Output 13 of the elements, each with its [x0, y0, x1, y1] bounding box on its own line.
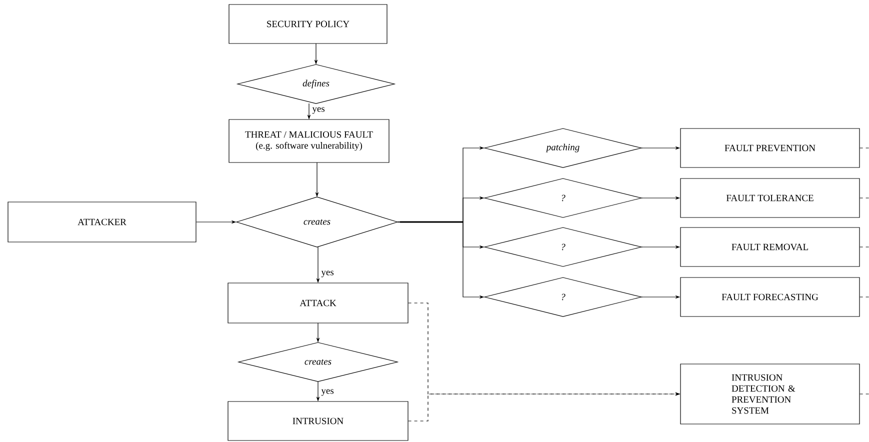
- process-box: THREAT / MALICIOUS FAULT (e.g. software vulnerability): [228, 119, 390, 163]
- process-box: ATTACK: [228, 282, 408, 324]
- edge-label: yes: [320, 388, 335, 397]
- process-box: SECURITY POLICY: [228, 4, 388, 44]
- process-box: FAULT FORECASTING: [680, 277, 860, 317]
- process-box: FAULT TOLERANCE: [680, 178, 860, 218]
- edge-label: yes: [311, 106, 326, 115]
- process-box: FAULT REMOVAL: [680, 227, 860, 267]
- process-box: FAULT PREVENTION: [680, 128, 860, 168]
- process-box: INTRUSION: [228, 401, 408, 441]
- process-box: INTRUSION DETECTION & PREVENTION SYSTEM: [680, 364, 860, 424]
- process-box: ATTACKER: [8, 202, 196, 242]
- edge-label: yes: [320, 270, 335, 278]
